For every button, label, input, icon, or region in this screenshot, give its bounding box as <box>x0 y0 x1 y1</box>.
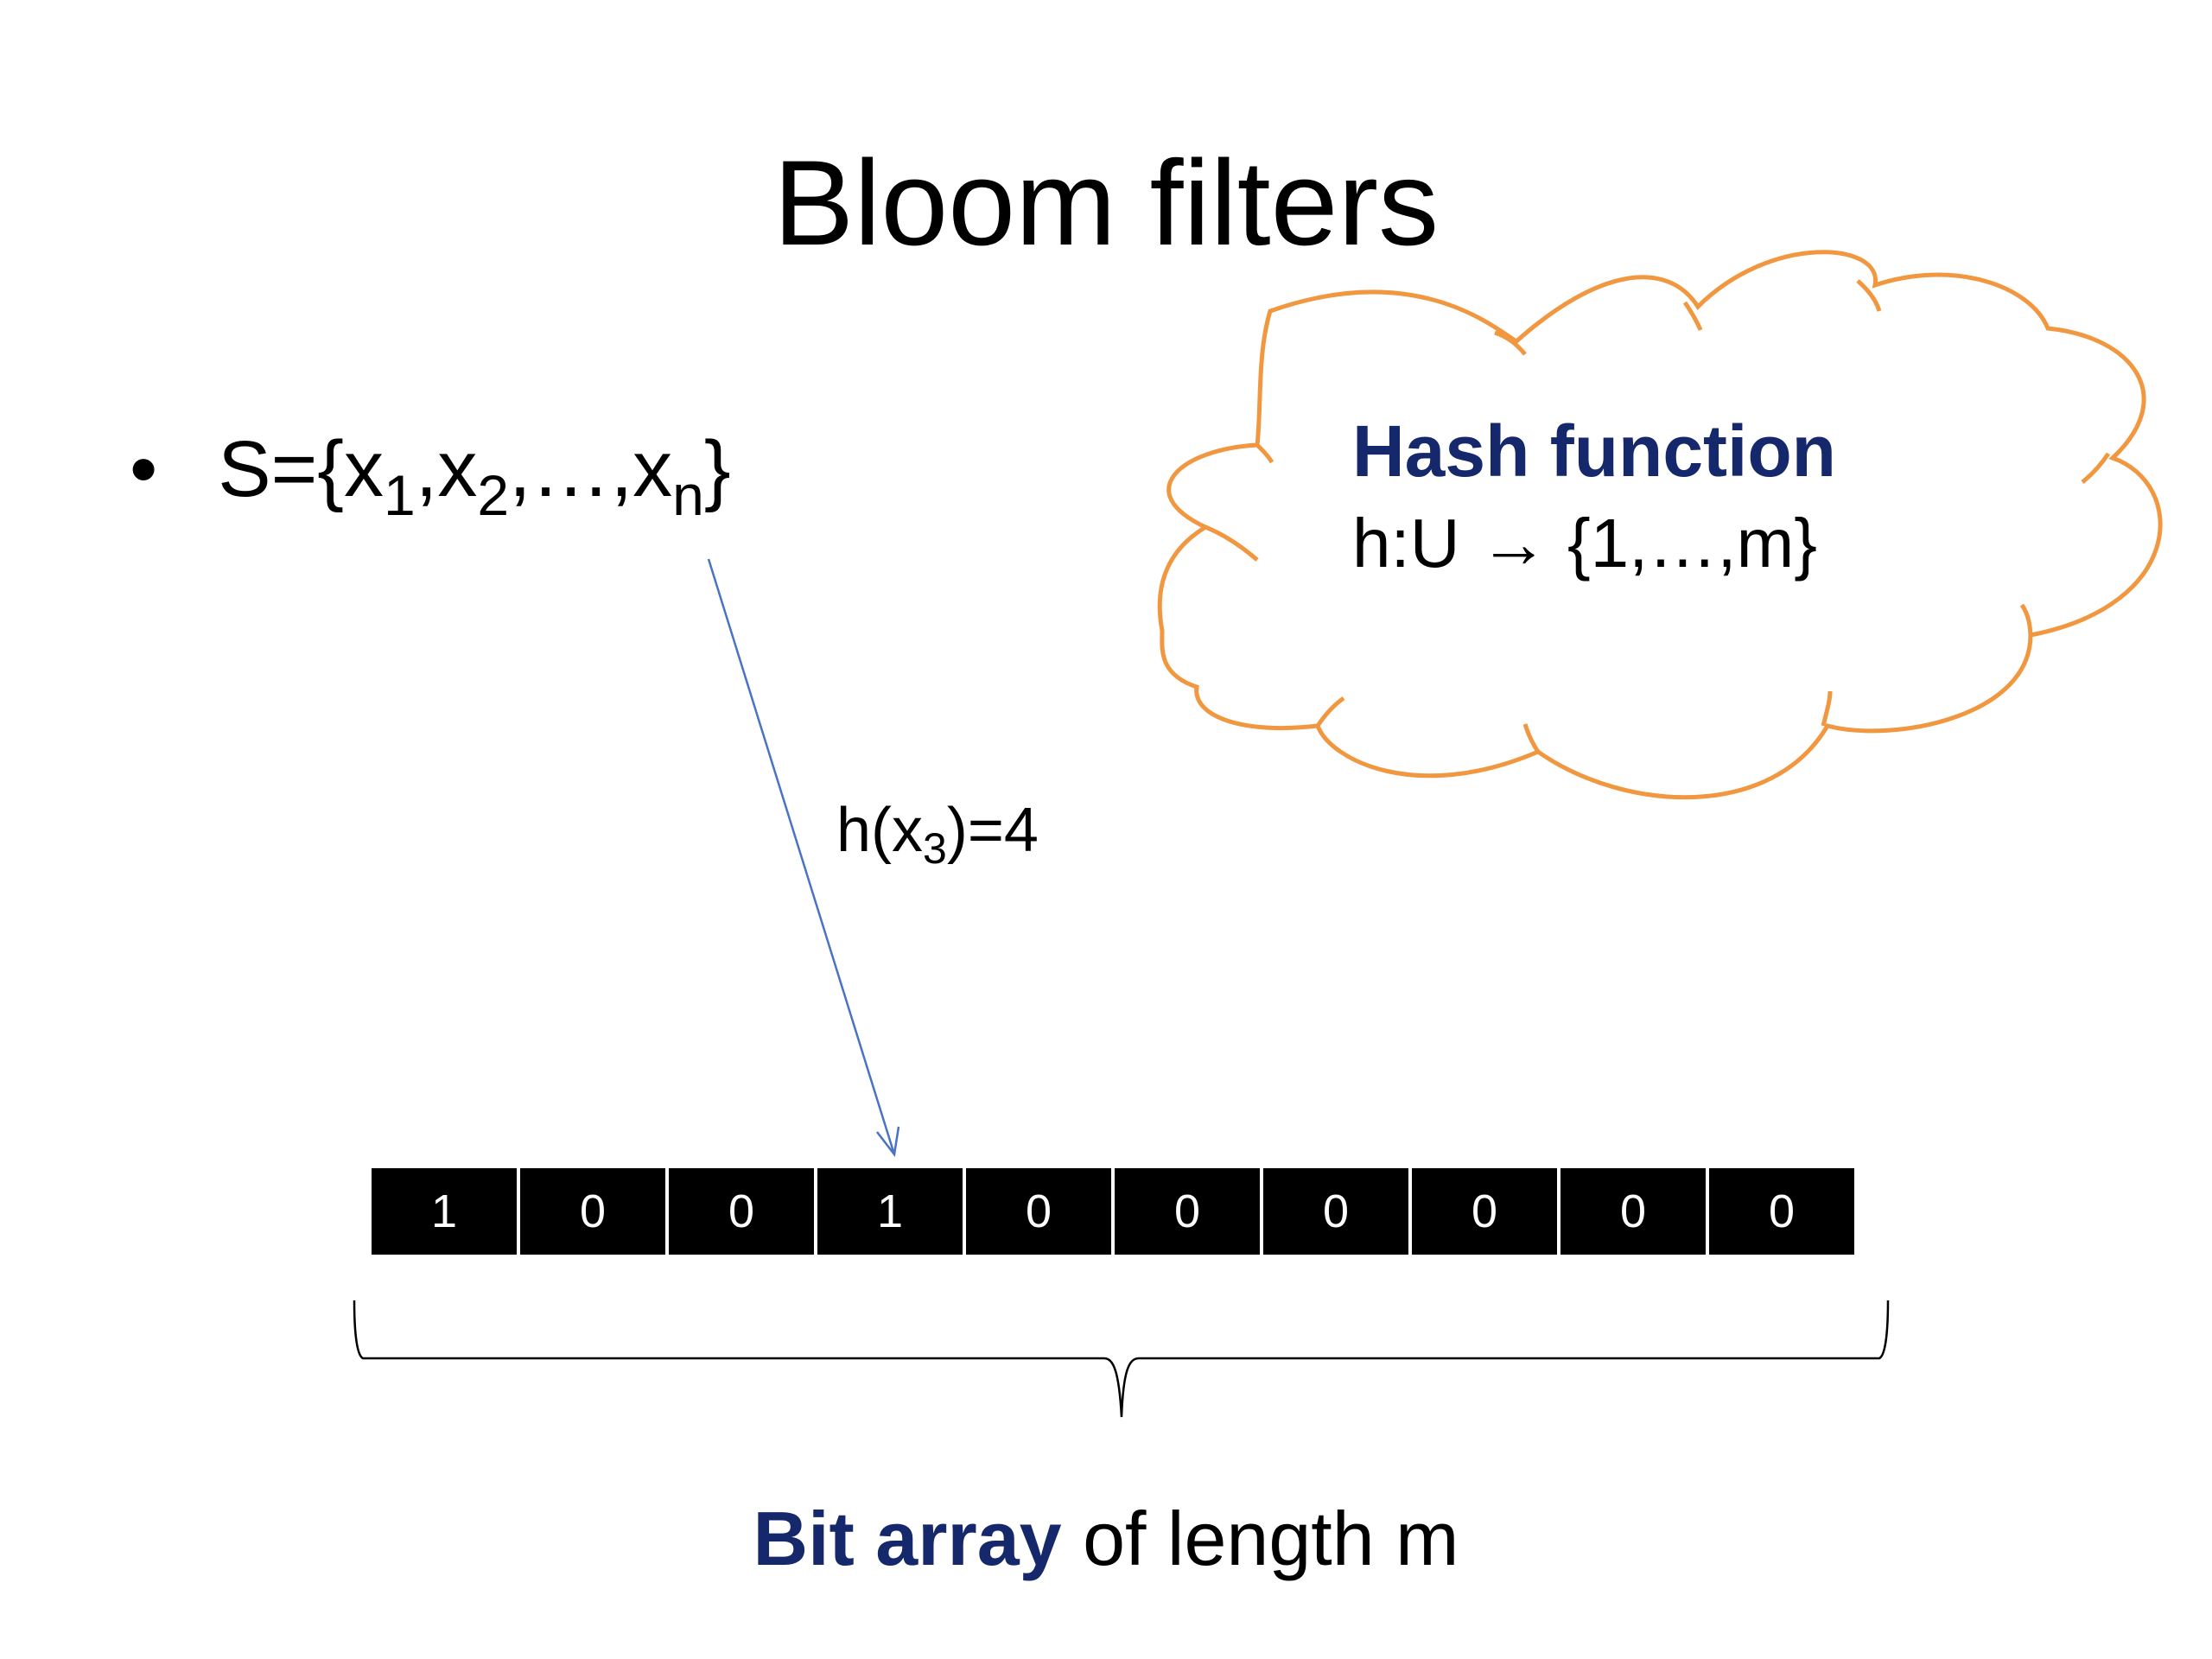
set-separator-1: ,x <box>415 425 478 513</box>
hash-label-subscript: 3 <box>923 824 947 873</box>
bit-cell-2: 0 <box>520 1168 665 1255</box>
bullet-point: • <box>130 425 158 513</box>
set-suffix: } <box>703 425 731 513</box>
hash-result-label: h(x3)=4 <box>836 799 1039 870</box>
set-subscript-n: n <box>672 463 704 527</box>
hash-label-prefix: h(x <box>836 796 924 865</box>
hash-arrow-line <box>707 558 896 1155</box>
bit-cell-4: 1 <box>817 1168 963 1255</box>
bit-cell-7: 0 <box>1263 1168 1408 1255</box>
bit-cell-10: 0 <box>1709 1168 1854 1255</box>
mapping-domain: h:U <box>1352 505 1479 582</box>
caption-rest: of length m <box>1061 1496 1459 1581</box>
cloud-inner-arcs <box>1205 279 2111 753</box>
bit-cell-6: 0 <box>1115 1168 1260 1255</box>
hash-arrow <box>707 558 900 1158</box>
set-definition: • S={x1,x2,…,xn} <box>130 422 731 524</box>
set-subscript-2: 2 <box>477 463 510 527</box>
bit-cell-9: 0 <box>1560 1168 1706 1255</box>
hash-arrow-head <box>876 1126 900 1158</box>
bit-array: 1 0 0 1 0 0 0 0 0 0 <box>372 1168 1854 1255</box>
cloud-outline <box>1157 250 2163 800</box>
mapping-arrow: → <box>1478 505 1548 582</box>
mapping-range: {1,…,m} <box>1548 505 1817 582</box>
hash-function-mapping: h:U → {1,…,m} <box>1352 499 1836 588</box>
bit-cell-1: 1 <box>372 1168 517 1255</box>
caption-emphasis: Bit array <box>753 1496 1062 1581</box>
hash-function-box: Hash function h:U → {1,…,m} <box>1352 404 1836 588</box>
bit-cell-3: 0 <box>669 1168 814 1255</box>
cloud-shape <box>1157 250 2163 800</box>
bit-cell-8: 0 <box>1412 1168 1557 1255</box>
set-separator-2: ,…,x <box>509 425 673 513</box>
bit-cell-5: 0 <box>966 1168 1111 1255</box>
slide-title: Bloom filters <box>772 135 1440 270</box>
array-brace <box>353 1300 1890 1418</box>
hash-function-title: Hash function <box>1352 410 1836 492</box>
set-prefix: S={x <box>218 425 385 513</box>
hash-label-suffix: )=4 <box>946 796 1039 865</box>
set-subscript-1: 1 <box>384 463 416 527</box>
bit-array-caption: Bit array of length m <box>0 1493 2212 1585</box>
